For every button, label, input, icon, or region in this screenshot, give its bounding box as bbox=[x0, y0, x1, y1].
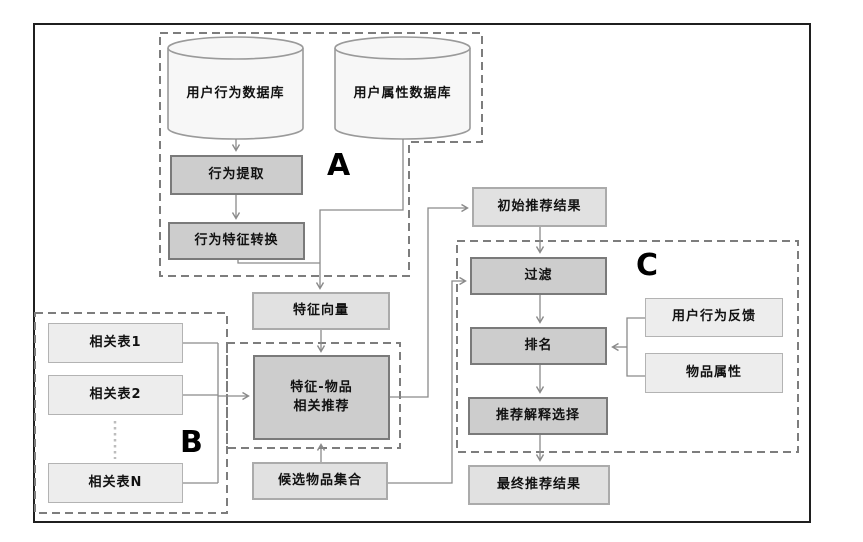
node-filter: 过滤 bbox=[470, 257, 607, 295]
node-user-attr-db-label: 用户属性数据库 bbox=[353, 86, 452, 101]
region-c-label: C bbox=[636, 248, 659, 283]
region-c-outline bbox=[456, 240, 799, 453]
node-related-table-n: 相关表N bbox=[48, 463, 183, 503]
connector-featureitem-to-initial bbox=[390, 203, 469, 398]
node-feature-item-recommend-line2: 相关推荐 bbox=[293, 398, 350, 414]
node-related-table-1: 相关表1 bbox=[48, 323, 183, 363]
node-final-rec-results: 最终推荐结果 bbox=[468, 465, 610, 505]
feature-item-dashed-outline bbox=[226, 342, 401, 449]
node-related-table-2: 相关表2 bbox=[48, 375, 183, 415]
database-cylinder-user-attr bbox=[334, 36, 471, 140]
node-behavior-extract: 行为提取 bbox=[170, 155, 303, 195]
connector-attrdb-to-featurevector bbox=[315, 139, 404, 290]
connector-feedback-attr-bus bbox=[626, 317, 645, 377]
node-behavior-feature-convert: 行为特征转换 bbox=[168, 222, 305, 260]
connector-convert-to-featurevector bbox=[237, 260, 320, 264]
node-item-attributes: 物品属性 bbox=[645, 353, 783, 393]
node-user-behavior-db-label: 用户行为数据库 bbox=[186, 86, 285, 101]
region-a-outline bbox=[159, 32, 483, 277]
connector-candidates-to-filter bbox=[388, 276, 467, 484]
database-cylinder-user-behavior bbox=[167, 36, 304, 140]
node-rec-explanation-select: 推荐解释选择 bbox=[468, 397, 608, 435]
node-initial-rec-results: 初始推荐结果 bbox=[472, 187, 607, 227]
node-feature-item-recommend: 特征-物品 相关推荐 bbox=[253, 355, 390, 440]
node-user-behavior-feedback: 用户行为反馈 bbox=[645, 298, 783, 337]
region-a-label: A bbox=[327, 148, 351, 183]
region-b-label: B bbox=[180, 425, 203, 460]
node-feature-item-recommend-line1: 特征-物品 bbox=[290, 379, 353, 395]
node-candidate-item-set: 候选物品集合 bbox=[252, 462, 388, 500]
node-ranking: 排名 bbox=[470, 327, 607, 365]
node-feature-vector: 特征向量 bbox=[252, 292, 390, 330]
